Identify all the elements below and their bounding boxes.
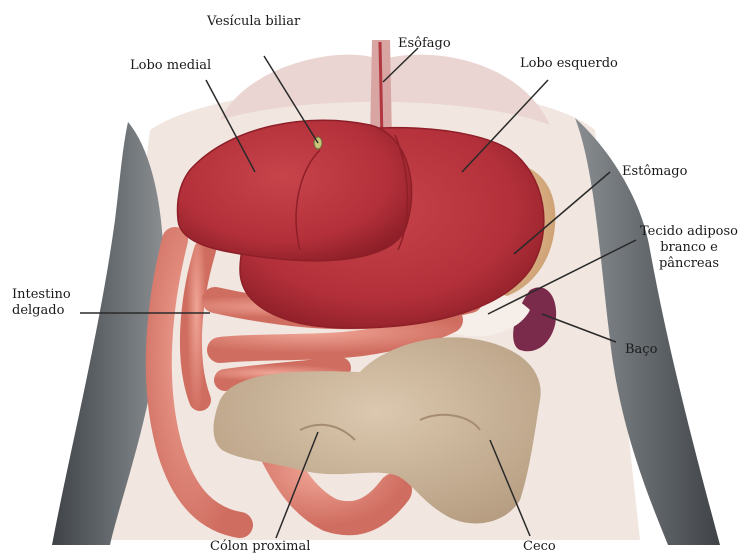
label-estomago: Estômago — [622, 164, 687, 180]
label-ceco: Ceco — [523, 539, 556, 555]
label-tecido-line-2: branco e pâncreas — [630, 240, 748, 272]
label-colon-proximal: Cólon proximal — [210, 539, 310, 555]
label-tecido-adiposo: Tecido adiposo branco e pâncreas — [630, 224, 748, 272]
label-baco: Baço — [625, 342, 657, 358]
label-tecido-line-1: Tecido adiposo — [630, 224, 748, 240]
label-intestino-line-1: Intestino — [12, 287, 92, 303]
label-vesicula-biliar: Vesícula biliar — [207, 14, 300, 30]
label-esofago: Esôfago — [398, 36, 451, 52]
label-lobo-esquerdo: Lobo esquerdo — [520, 56, 618, 72]
label-intestino-line-2: delgado — [12, 303, 92, 319]
label-intestino-delgado: Intestino delgado — [12, 287, 92, 319]
label-lobo-medial: Lobo medial — [130, 58, 211, 74]
